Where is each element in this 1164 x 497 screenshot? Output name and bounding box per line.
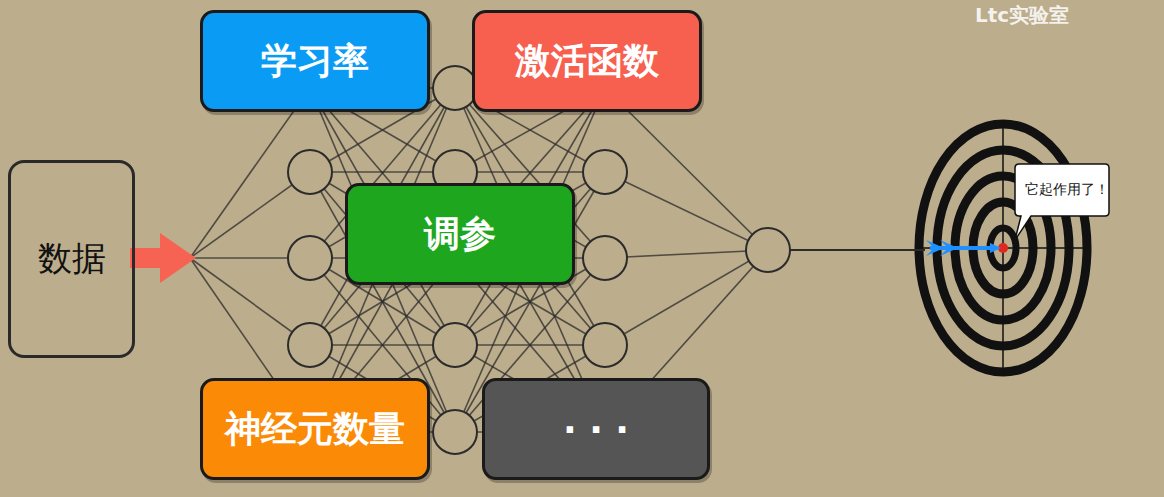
param-box: 激活函数	[472, 10, 702, 112]
node-label: 数据	[38, 236, 106, 282]
network-line	[605, 88, 768, 250]
neuron-circle	[288, 150, 332, 194]
network-line	[605, 250, 768, 345]
input-arrow	[130, 233, 196, 283]
param-box: 学习率	[200, 10, 430, 112]
neuron-circle	[746, 228, 790, 272]
neuron-circle	[288, 236, 332, 280]
neuron-circle	[433, 66, 477, 110]
neuron-circle	[288, 323, 332, 367]
data-box: 数据	[8, 160, 135, 358]
network-line	[605, 172, 768, 250]
neuron-circle	[433, 410, 477, 454]
node-label: 调参	[424, 210, 496, 259]
neuron-circle	[433, 323, 477, 367]
output-line	[790, 249, 925, 251]
speech-bubble: 它起作用了！	[1013, 162, 1121, 218]
watermark: Ltc实验室	[975, 2, 1069, 29]
neuron-circle	[583, 323, 627, 367]
param-box: 调参	[345, 183, 575, 285]
node-label: · · ·	[563, 409, 629, 450]
neuron-circle	[583, 236, 627, 280]
node-label: 激活函数	[515, 37, 659, 86]
node-label: 它起作用了！	[1025, 181, 1109, 199]
target	[915, 120, 1091, 376]
node-label: 学习率	[261, 37, 369, 86]
param-box: 神经元数量	[200, 378, 430, 480]
dart	[926, 240, 1001, 256]
param-box: · · ·	[482, 378, 710, 480]
node-label: 神经元数量	[225, 405, 405, 454]
neuron-circle	[583, 150, 627, 194]
network-line	[605, 250, 768, 258]
